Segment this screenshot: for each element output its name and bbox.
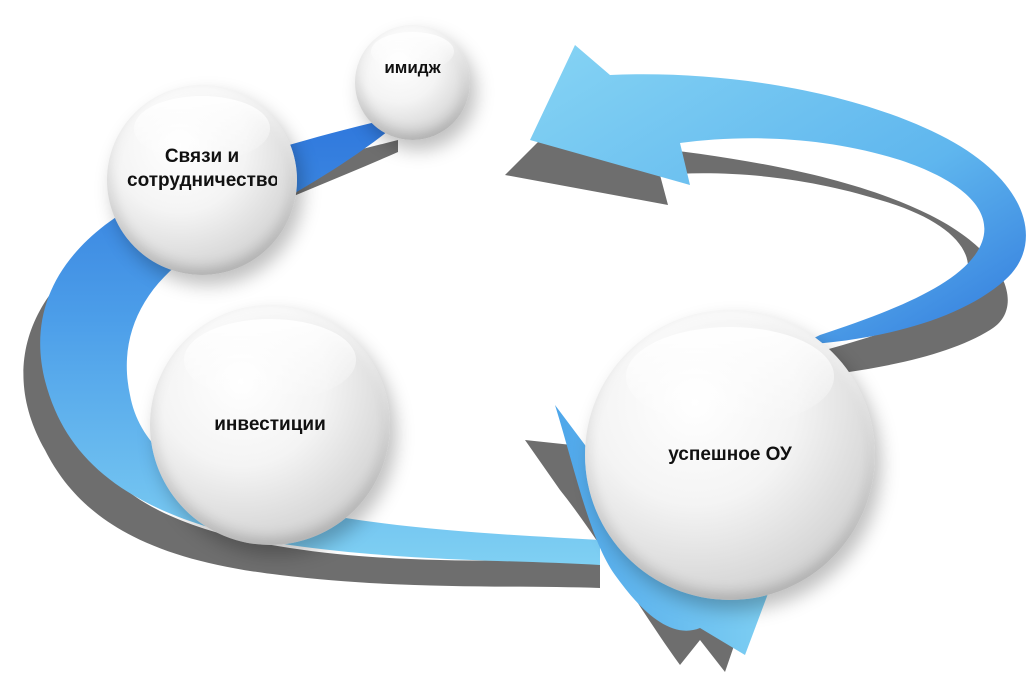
node-success: успешное ОУ (585, 310, 875, 600)
right-arc-shadow (505, 110, 1008, 378)
node-investments-label: инвестиции (214, 414, 326, 436)
node-svyazi-label: Связи и сотрудничество (127, 146, 277, 191)
node-investments: инвестиции (150, 305, 390, 545)
node-imidzh: имидж (355, 25, 470, 140)
right-arc (530, 45, 1026, 345)
node-svyazi: Связи и сотрудничество (107, 85, 297, 275)
node-success-label: успешное ОУ (668, 444, 792, 466)
node-imidzh-label: имидж (384, 57, 441, 77)
